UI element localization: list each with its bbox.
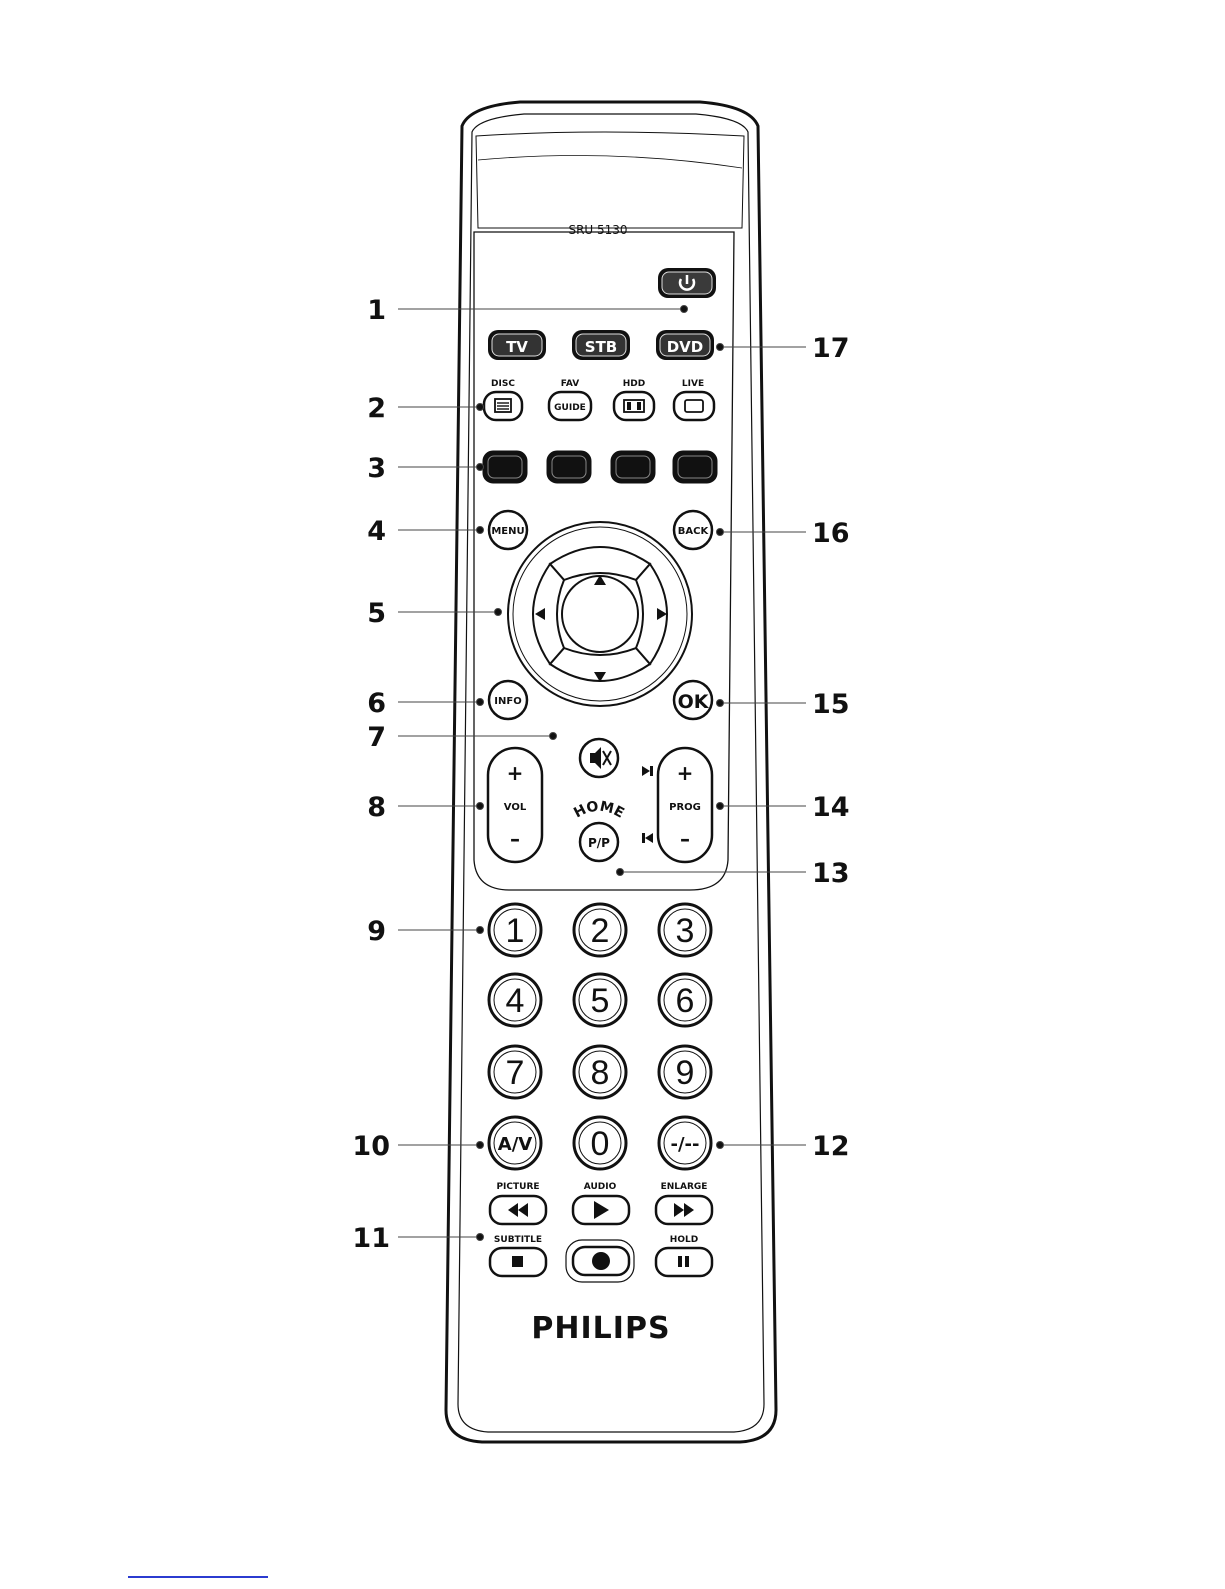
stop-button[interactable]: [490, 1248, 546, 1276]
digit-label-6: 6: [676, 982, 695, 1020]
digit-button-7[interactable]: 7: [489, 1046, 541, 1098]
av-label: A/V: [498, 1134, 533, 1155]
callout-7: 7: [367, 722, 386, 753]
enlarge-label: ENLARGE: [661, 1182, 708, 1192]
record-button[interactable]: [566, 1240, 634, 1282]
program-down-label: –: [680, 827, 690, 851]
hold-label: HOLD: [670, 1235, 698, 1245]
stop-icon: [512, 1256, 523, 1267]
digit-label-1: 1: [506, 912, 525, 950]
guide-label: GUIDE: [554, 403, 586, 413]
digit-label-0: 0: [591, 1125, 610, 1163]
callout-5: 5: [367, 598, 386, 629]
digit-button-2[interactable]: 2: [574, 904, 626, 956]
digit-button-1[interactable]: 1: [489, 904, 541, 956]
digit-button-5[interactable]: 5: [574, 974, 626, 1026]
callout-6: 6: [367, 688, 386, 719]
mute-button[interactable]: [580, 739, 618, 777]
dash-button[interactable]: -/--: [659, 1117, 711, 1169]
disc-label: DISC: [491, 379, 515, 389]
subtitle-label: SUBTITLE: [494, 1235, 542, 1245]
program-rocker[interactable]: + PROG –: [658, 748, 712, 862]
info-label: INFO: [494, 696, 521, 707]
mode-button-dvd[interactable]: DVD: [656, 330, 714, 360]
pause-button[interactable]: [656, 1248, 712, 1276]
callout-1: 1: [367, 295, 386, 326]
footer-rule: [128, 1576, 268, 1578]
program-label: PROG: [669, 802, 701, 813]
home-pp-button[interactable]: P/P: [580, 823, 618, 861]
volume-down-label: –: [510, 827, 520, 851]
mode-button-tv-label: TV: [506, 338, 528, 356]
callouts-left: 1 2 3 4 5 6 7 8 9 10 11: [352, 295, 390, 1254]
fav-label: FAV: [561, 379, 579, 389]
program-up-label: +: [677, 761, 694, 785]
digit-button-3[interactable]: 3: [659, 904, 711, 956]
callout-9: 9: [367, 916, 386, 947]
record-icon: [592, 1252, 610, 1270]
navigation-ring: [508, 522, 692, 706]
callout-14: 14: [812, 792, 850, 823]
nav-center-button[interactable]: [562, 576, 638, 652]
digit-label-5: 5: [591, 982, 610, 1020]
callouts-right: 17 16 15 14 13 12: [812, 333, 850, 1162]
digit-button-9[interactable]: 9: [659, 1046, 711, 1098]
play-button[interactable]: [573, 1196, 629, 1224]
guide-button[interactable]: GUIDE: [549, 392, 591, 420]
brand-logo: PHILIPS: [531, 1311, 670, 1346]
mode-button-stb-label: STB: [585, 338, 617, 356]
callout-17: 17: [812, 333, 850, 364]
callout-10: 10: [352, 1131, 390, 1162]
callout-3: 3: [367, 453, 386, 484]
digit-button-0[interactable]: 0: [574, 1117, 626, 1169]
ok-label: OK: [678, 691, 710, 713]
picture-label: PICTURE: [496, 1182, 539, 1192]
callout-12: 12: [812, 1131, 850, 1162]
live-button[interactable]: [674, 392, 714, 420]
live-label: LIVE: [682, 379, 704, 389]
back-label: BACK: [678, 526, 710, 537]
menu-label: MENU: [491, 526, 524, 537]
digit-button-4[interactable]: 4: [489, 974, 541, 1026]
digit-label-3: 3: [676, 912, 695, 950]
mode-button-stb[interactable]: STB: [572, 330, 630, 360]
menu-button[interactable]: MENU: [489, 511, 527, 549]
digit-button-8[interactable]: 8: [574, 1046, 626, 1098]
hdd-label: HDD: [623, 379, 645, 389]
hdd-button[interactable]: [614, 392, 654, 420]
callout-13: 13: [812, 858, 850, 889]
volume-rocker[interactable]: + VOL –: [488, 748, 542, 862]
digit-label-9: 9: [676, 1054, 695, 1092]
mode-button-dvd-label: DVD: [667, 338, 704, 356]
volume-label: VOL: [504, 802, 527, 813]
av-button[interactable]: A/V: [489, 1117, 541, 1169]
digit-button-6[interactable]: 6: [659, 974, 711, 1026]
power-button[interactable]: [658, 268, 716, 298]
callout-8: 8: [367, 792, 386, 823]
back-button[interactable]: BACK: [674, 511, 712, 549]
callout-15: 15: [812, 689, 850, 720]
disc-button[interactable]: [484, 392, 522, 420]
callout-11: 11: [352, 1223, 390, 1254]
digit-label-2: 2: [591, 912, 610, 950]
callout-16: 16: [812, 518, 850, 549]
home-pp-label: P/P: [588, 836, 610, 850]
volume-up-label: +: [507, 761, 524, 785]
digit-label-8: 8: [591, 1054, 610, 1092]
digit-label-7: 7: [506, 1054, 525, 1092]
model-label: SRU 5130: [568, 223, 627, 237]
mode-button-tv[interactable]: TV: [488, 330, 546, 360]
callout-4: 4: [367, 516, 386, 547]
dash-label: -/--: [671, 1134, 700, 1155]
callout-2: 2: [367, 393, 386, 424]
fast-forward-button[interactable]: [656, 1196, 712, 1224]
rewind-button[interactable]: [490, 1196, 546, 1224]
digit-label-4: 4: [506, 982, 525, 1020]
audio-label: AUDIO: [584, 1182, 617, 1192]
info-button[interactable]: INFO: [489, 681, 527, 719]
ok-button[interactable]: OK: [674, 681, 712, 719]
